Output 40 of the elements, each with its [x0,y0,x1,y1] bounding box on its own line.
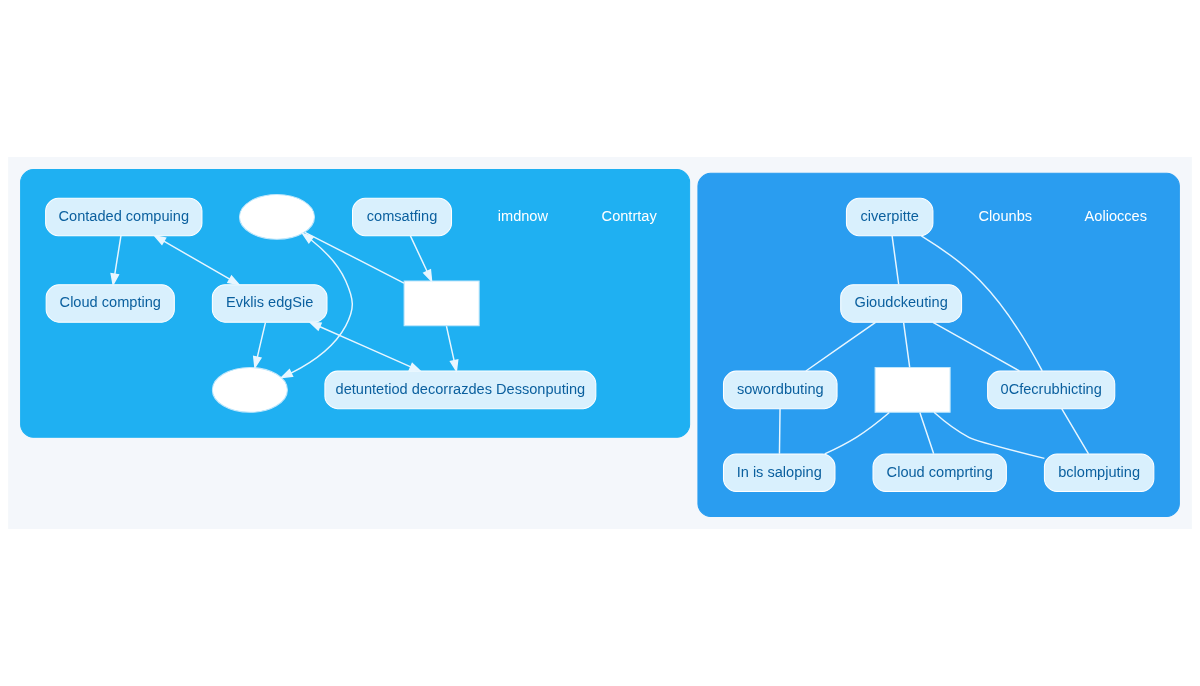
cluster [697,172,1180,517]
connector [891,235,900,286]
node-box: detuntetiod decorrazdes Dessonputing [324,370,597,410]
node-box: Gioudckeuting [840,284,963,323]
node-box: bclompjuting [1043,453,1155,492]
node-box: 0Cfecrubhicting [987,370,1116,410]
node-box: Cloud compting [45,284,175,323]
connector [304,231,405,284]
connector [1061,408,1090,455]
node-box: Evklis edgSie [211,284,328,323]
arrow [279,232,354,379]
arrow [409,235,433,283]
connector [920,235,1043,372]
node-box [403,280,480,327]
node-cloud [238,194,315,240]
connector [902,321,911,369]
label: Clounbs [978,207,1033,224]
arrow [152,234,241,286]
connector [933,411,1046,460]
cluster [20,169,691,438]
node-box: Contaded compuing [45,197,203,237]
node-cloud [211,366,288,413]
label: imdnow [497,207,549,224]
connector [805,321,877,372]
node-box: In is saloping [722,453,836,492]
node-box: civerpitte [845,197,934,237]
connector [932,321,1021,372]
arrow [110,235,122,287]
label: Contrtay [601,207,657,224]
node-box [874,366,951,413]
node-box: sowordbuting [722,370,838,410]
connector [824,411,891,455]
connector [919,411,935,455]
connector [778,408,781,455]
arrow [252,321,267,370]
node-box: Cloud comprting [872,453,1007,492]
arrow [308,321,423,372]
node-box: comsatfing [352,197,453,237]
arrow [445,325,459,374]
label: Aoliocces [1084,207,1147,224]
